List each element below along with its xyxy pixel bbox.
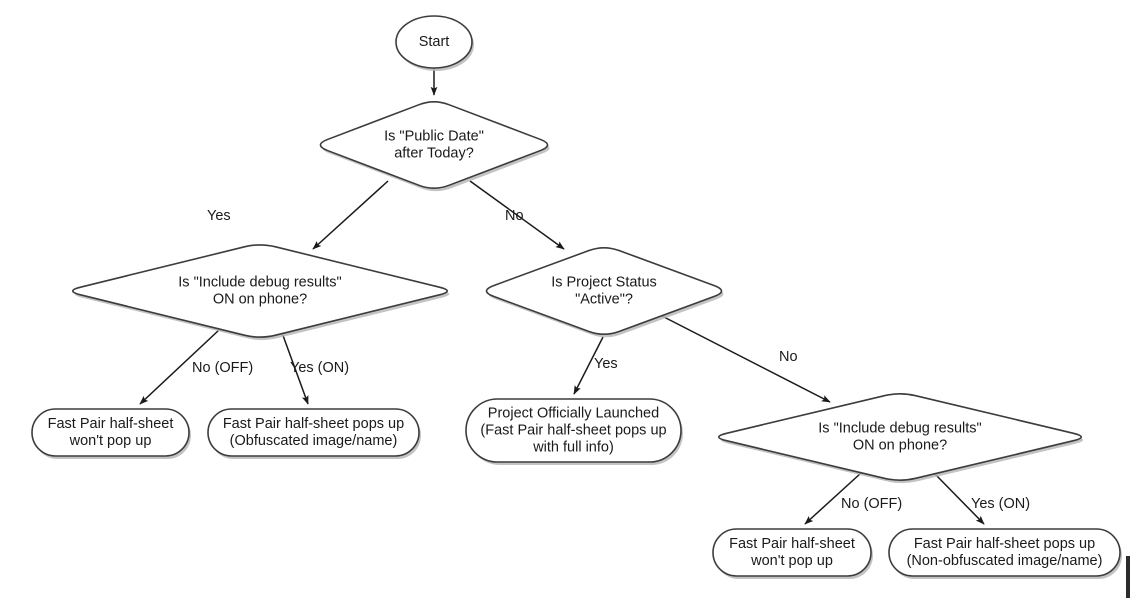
debug-results-right-decision-label: Is "Include debug results" (818, 420, 981, 436)
node-debug-results-right-decision[interactable]: Is "Include debug results"ON on phone? (717, 393, 1084, 484)
node-result-non-obfuscated[interactable]: Fast Pair half-sheet pops up(Non-obfusca… (888, 528, 1122, 579)
edge-label-project-status-yes: Yes (594, 356, 618, 372)
edge-debug-left-no-off (139, 329, 220, 405)
result-non-obfuscated-label: Fast Pair half-sheet pops up (914, 536, 1095, 552)
edge-public-date-no (469, 180, 565, 250)
project-status-decision-label: "Active"? (575, 291, 633, 307)
result-non-obfuscated-label: (Non-obfuscated image/name) (907, 553, 1103, 569)
result-wont-pop-up-left-label: won't pop up (69, 433, 152, 449)
result-wont-pop-up-right-label: won't pop up (750, 553, 833, 569)
public-date-decision-label: Is "Public Date" (384, 128, 484, 144)
debug-results-left-decision-label: ON on phone? (213, 291, 307, 307)
edge-debug-right-yes-on (933, 472, 985, 525)
result-officially-launched-label: (Fast Pair half-sheet pops up (480, 422, 666, 438)
nodes-layer: Start Is "Public Date"after Today? Is "Inc… (31, 15, 1122, 579)
edge-label-public-date-yes: Yes (207, 208, 231, 224)
debug-results-left-decision-label: Is "Include debug results" (178, 274, 341, 290)
result-obfuscated-label: (Obfuscated image/name) (230, 433, 398, 449)
edge-label-debug-right-yes-on: Yes (ON) (971, 496, 1030, 512)
right-edge-artifact (1126, 556, 1130, 598)
node-result-obfuscated[interactable]: Fast Pair half-sheet pops up(Obfuscated … (207, 408, 421, 459)
edge-project-status-no (661, 315, 831, 403)
result-obfuscated-label: Fast Pair half-sheet pops up (223, 416, 404, 432)
edge-debug-left-yes-on (280, 329, 309, 405)
public-date-decision-label: after Today? (394, 145, 474, 161)
result-wont-pop-up-left-label: Fast Pair half-sheet (48, 416, 174, 432)
start-label: Start (419, 34, 450, 50)
project-status-decision-label: Is Project Status (551, 274, 657, 290)
result-wont-pop-up-right-label: Fast Pair half-sheet (729, 536, 855, 552)
edge-label-debug-right-no-off: No (OFF) (841, 496, 902, 512)
node-public-date-decision[interactable]: Is "Public Date"after Today? (319, 101, 550, 192)
node-result-officially-launched[interactable]: Project Officially Launched(Fast Pair ha… (465, 398, 683, 465)
edge-debug-right-no-off (804, 472, 862, 525)
edge-label-project-status-no: No (779, 349, 798, 365)
node-start[interactable]: Start (395, 15, 474, 71)
edge-project-status-yes (573, 336, 604, 395)
edge-label-public-date-no: No (505, 208, 524, 224)
node-debug-results-left-decision[interactable]: Is "Include debug results"ON on phone? (71, 244, 450, 341)
result-officially-launched-label: with full info) (532, 439, 614, 455)
edge-label-debug-left-no-off: No (OFF) (192, 360, 253, 376)
edges-layer (139, 68, 985, 525)
node-project-status-decision[interactable]: Is Project Status"Active"? (485, 246, 724, 338)
debug-results-right-decision-label: ON on phone? (853, 437, 947, 453)
edge-public-date-yes (312, 180, 389, 250)
result-officially-launched-label: Project Officially Launched (488, 405, 659, 421)
edge-label-debug-left-yes-on: Yes (ON) (290, 360, 349, 376)
